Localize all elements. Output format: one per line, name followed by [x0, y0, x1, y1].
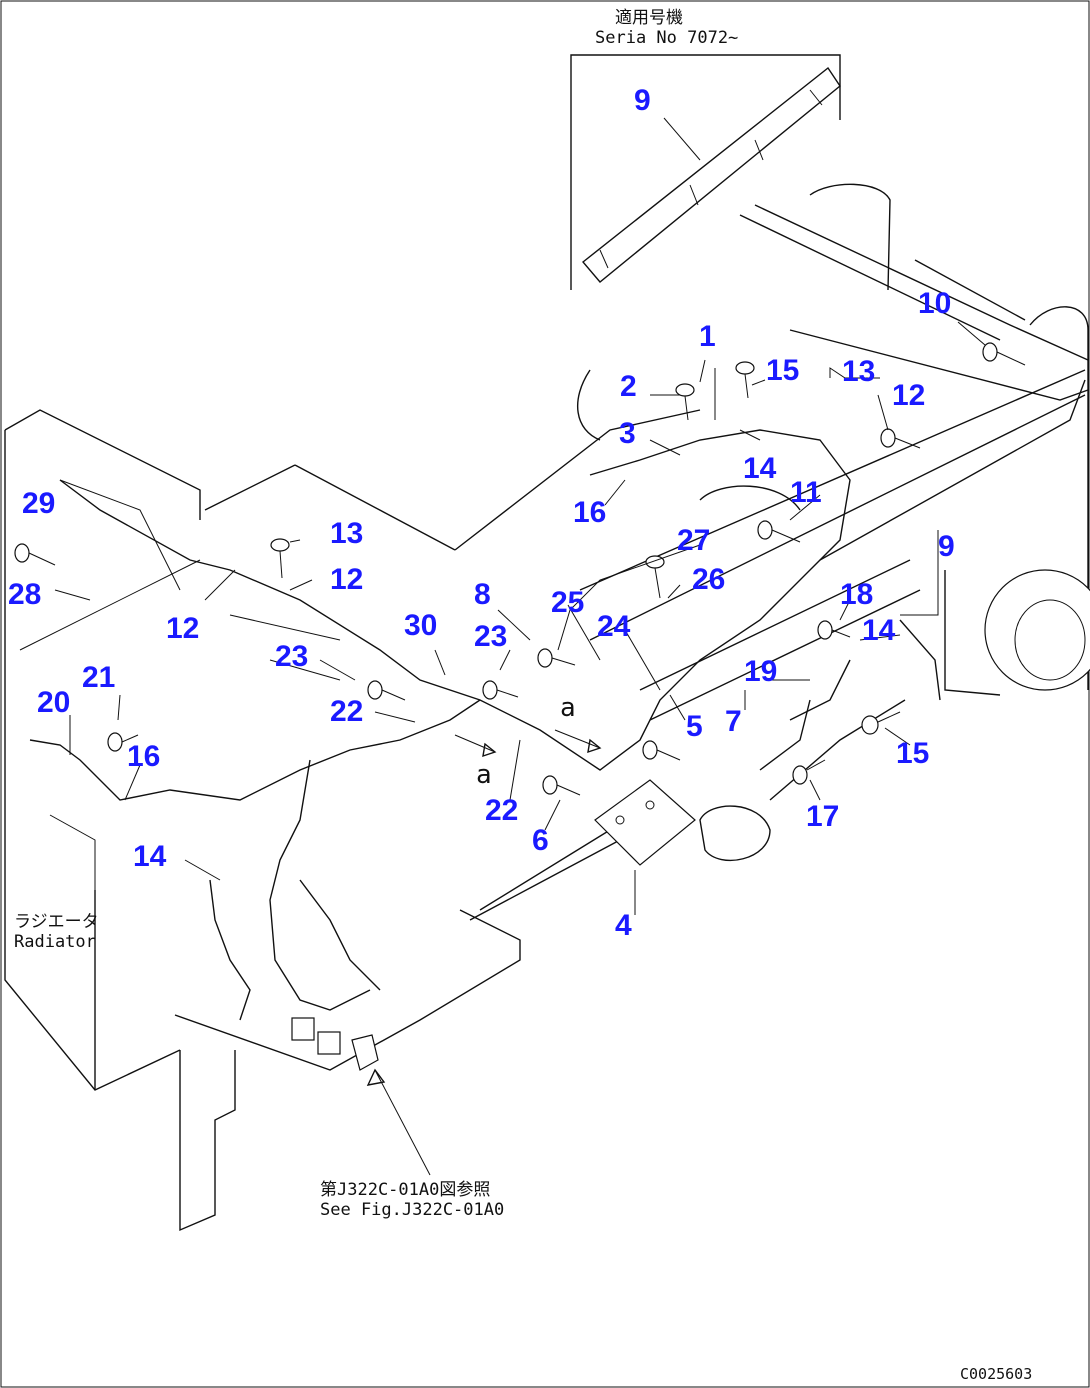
rear-frame [739, 183, 1090, 701]
callout-2: 2 [620, 370, 637, 403]
wheel-hub [984, 569, 1090, 691]
callout-13-left: 13 [330, 517, 364, 550]
callout-13-top: 13 [842, 355, 876, 388]
connector-blocks [291, 1017, 379, 1071]
leader-lines [49, 117, 986, 1176]
callout-20: 20 [37, 686, 71, 719]
radiator-note-en: Radiator [14, 932, 96, 952]
callout-6: 6 [532, 824, 549, 857]
radiator-note: ラジエータ Radiator [14, 912, 99, 952]
callout-14-right: 14 [862, 614, 896, 647]
callout-19: 19 [744, 655, 778, 688]
wire-harness [29, 429, 851, 1021]
callout-23-left: 23 [275, 640, 309, 673]
callout-10: 10 [918, 287, 952, 320]
callout-12-mid: 12 [330, 563, 364, 596]
callout-16-top: 16 [573, 496, 607, 529]
radiator-note-jp: ラジエータ [14, 912, 99, 932]
callout-9-frame: 9 [938, 530, 955, 563]
callout-4: 4 [615, 909, 632, 942]
callout-29: 29 [22, 487, 56, 520]
see-fig-note-en: See Fig.J322C-01A0 [320, 1200, 505, 1220]
callout-26: 26 [692, 563, 726, 596]
junction-box [594, 779, 696, 866]
callout-28: 28 [8, 578, 42, 611]
callout-14-bottom: 14 [133, 840, 167, 873]
serial-note-jp: 適用号機 [615, 8, 683, 28]
callout-12-top: 12 [892, 379, 926, 412]
callout-12-left: 12 [166, 612, 200, 645]
callout-17: 17 [806, 800, 840, 833]
callout-21: 21 [82, 661, 116, 694]
callout-27: 27 [677, 524, 711, 557]
serial-inset-box [570, 54, 841, 290]
callout-8: 8 [474, 578, 491, 611]
callout-15-top: 15 [766, 354, 800, 387]
see-fig-note-jp: 第J322C-01A0図参照 [320, 1180, 491, 1200]
serial-note-en: Seria No 7072~ [595, 28, 739, 48]
callout-23-mid: 23 [474, 620, 508, 653]
callout-24: 24 [597, 610, 631, 643]
callout-1: 1 [699, 320, 716, 353]
arrow-label-a-lower: a [476, 760, 492, 790]
callout-5: 5 [686, 710, 703, 743]
callout-9-inset: 9 [634, 84, 651, 117]
bolts [14, 342, 1026, 796]
callout-14-top: 14 [743, 452, 777, 485]
callout-16-left: 16 [127, 740, 161, 773]
center-frame [454, 369, 1086, 921]
callout-3: 3 [619, 417, 636, 450]
callout-15-bottom: 15 [896, 737, 930, 770]
callout-22-upper: 22 [330, 695, 364, 728]
callout-18: 18 [840, 578, 874, 611]
callout-25: 25 [551, 586, 585, 619]
callout-22-lower: 22 [485, 794, 519, 827]
callout-7: 7 [725, 705, 742, 738]
callout-11: 11 [790, 476, 822, 509]
a-arrows [454, 729, 602, 758]
serial-note: 適用号機 Seria No 7072~ [595, 8, 738, 48]
see-fig-note: 第J322C-01A0図参照 See Fig.J322C-01A0 [320, 1180, 504, 1220]
engine-block [4, 409, 521, 1232]
figure-code: C0025603 [960, 1365, 1033, 1383]
callout-30: 30 [404, 609, 438, 642]
arrow-label-a-upper: a [560, 693, 576, 723]
